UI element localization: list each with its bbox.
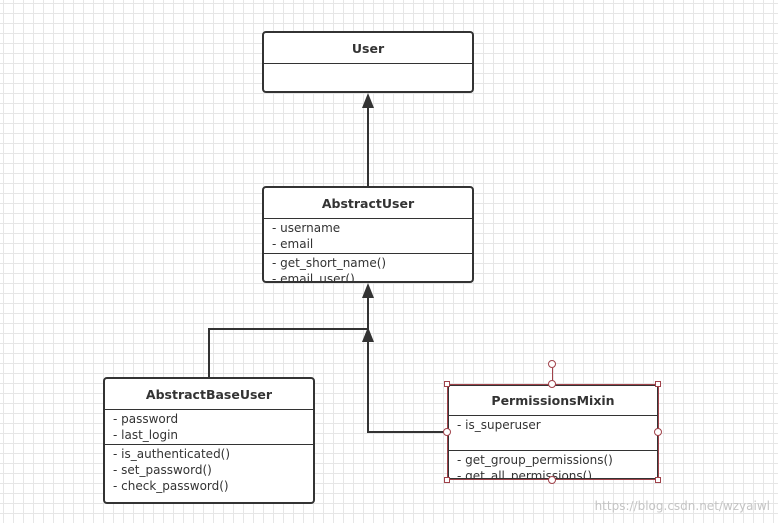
method-row: - set_password() — [113, 463, 212, 477]
resize-handle-top-right[interactable] — [655, 381, 661, 387]
resize-handle-top-left[interactable] — [444, 381, 450, 387]
arrowhead-abstractuser — [362, 283, 374, 298]
connect-handle-right[interactable] — [654, 428, 662, 436]
method-row: - is_authenticated() — [113, 447, 231, 461]
connect-handle-top[interactable] — [548, 380, 556, 388]
class-permissionsmixin-name: PermissionsMixin — [449, 386, 657, 416]
attribute-row: - username — [272, 221, 341, 235]
edge-permissionsmixin-to-abstractuser[interactable] — [367, 341, 447, 433]
connect-handle-bottom[interactable] — [548, 476, 556, 484]
resize-handle-bottom-right[interactable] — [655, 477, 661, 483]
method-row: - email_user() — [272, 272, 355, 283]
rotate-handle-stem — [552, 368, 553, 381]
arrowhead-user — [362, 93, 374, 108]
arrowhead-trunk — [362, 327, 374, 342]
class-abstractuser-name: AbstractUser — [264, 188, 472, 219]
watermark: https://blog.csdn.net/wzyaiwl — [594, 499, 770, 513]
attribute-row: - last_login — [113, 428, 179, 442]
class-abstractuser-attributes: - username - email — [264, 219, 472, 253]
attribute-row: - is_superuser — [457, 418, 541, 432]
attribute-row: - email — [272, 237, 314, 251]
connect-handle-left[interactable] — [443, 428, 451, 436]
class-user-name: User — [264, 33, 472, 64]
class-user-body — [264, 64, 472, 91]
resize-handle-bottom-left[interactable] — [444, 477, 450, 483]
class-abstractbaseuser-methods: - is_authenticated() - set_password() - … — [105, 444, 313, 495]
method-row: - get_all_permissions() — [457, 469, 593, 480]
edge-abstractbaseuser-to-abstractuser[interactable] — [208, 298, 369, 377]
method-row: - check_password() — [113, 479, 229, 493]
class-permissionsmixin-methods: - get_group_permissions() - get_all_perm… — [449, 450, 657, 480]
class-abstractbaseuser-name: AbstractBaseUser — [105, 379, 313, 410]
class-abstractuser-methods: - get_short_name() - email_user() — [264, 253, 472, 283]
class-abstractbaseuser[interactable]: AbstractBaseUser - password - last_login… — [103, 377, 315, 504]
method-row: - get_short_name() — [272, 256, 387, 270]
class-abstractbaseuser-attributes: - password - last_login — [105, 410, 313, 444]
class-abstractuser[interactable]: AbstractUser - username - email - get_sh… — [262, 186, 474, 283]
rotate-handle[interactable] — [548, 360, 556, 368]
class-user[interactable]: User — [262, 31, 474, 93]
class-permissionsmixin[interactable]: PermissionsMixin - is_superuser - get_gr… — [447, 384, 659, 480]
method-row: - get_group_permissions() — [457, 453, 613, 467]
attribute-row: - password — [113, 412, 179, 426]
class-permissionsmixin-attributes: - is_superuser — [449, 416, 657, 450]
